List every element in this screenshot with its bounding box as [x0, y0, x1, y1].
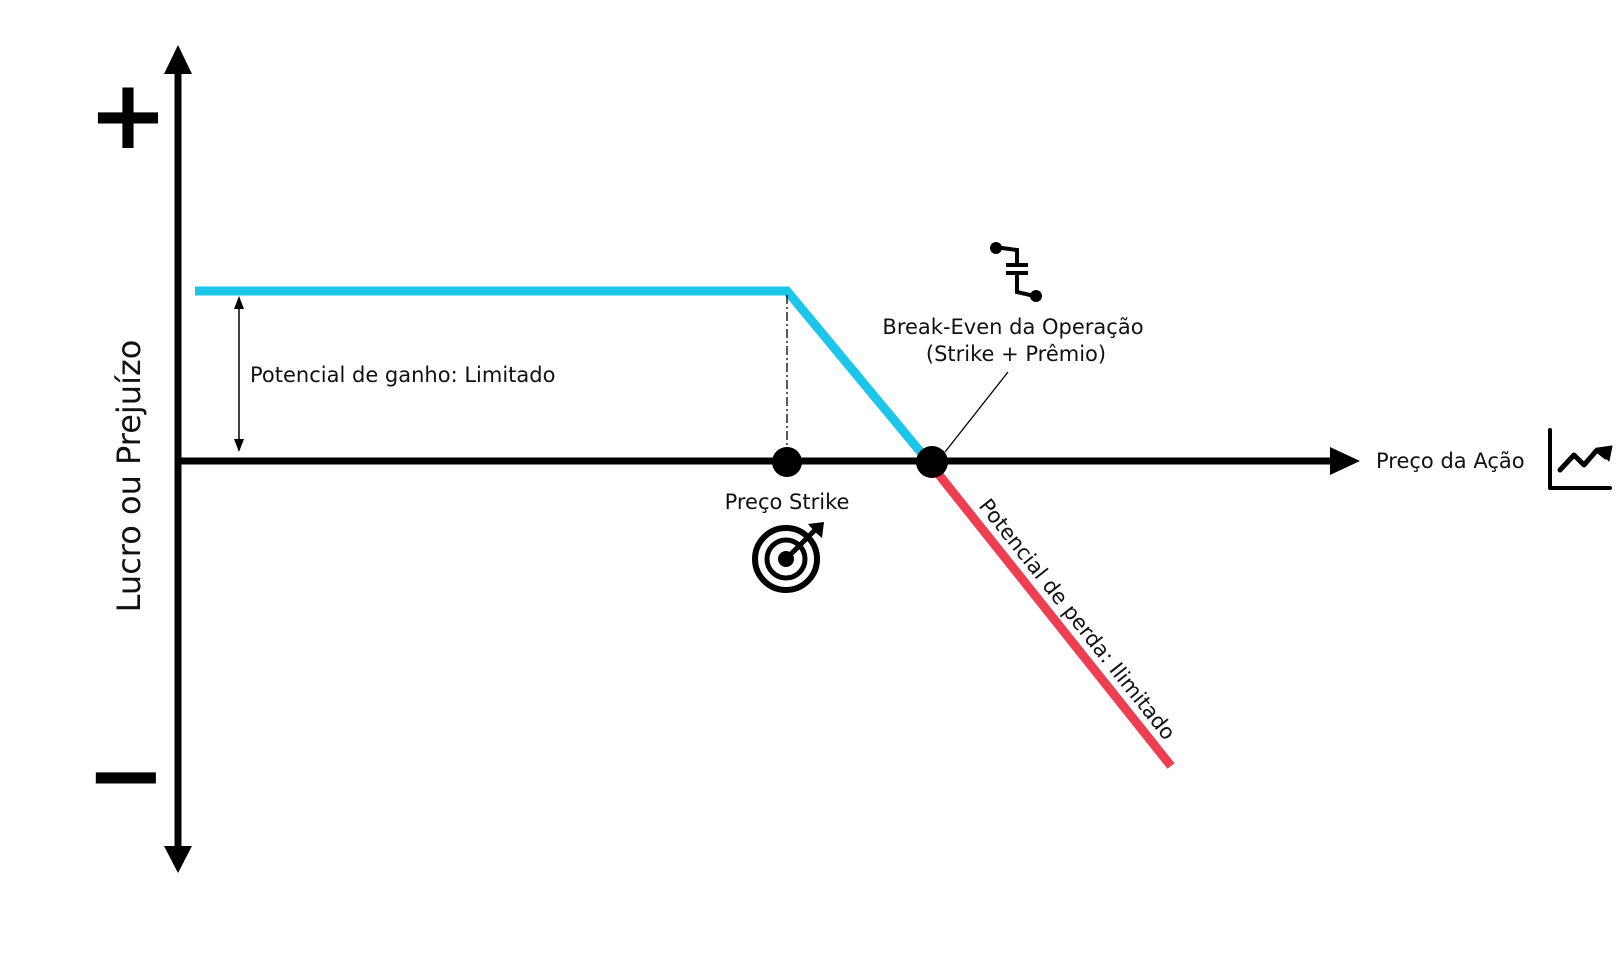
- breakeven-icon: [990, 242, 1042, 302]
- target-icon: [752, 522, 824, 593]
- breakeven-label-line2: (Strike + Prêmio): [926, 342, 1106, 366]
- gain-label: Potencial de ganho: Limitado: [250, 363, 555, 387]
- breakeven-leader-line: [944, 371, 1009, 453]
- chart-trend-icon: [1548, 428, 1613, 490]
- plus-sign: +: [88, 59, 168, 171]
- breakeven-point: [916, 446, 948, 478]
- x-axis: [178, 447, 1360, 475]
- y-axis-arrow-up: [164, 45, 192, 74]
- minus-sign: −: [86, 719, 166, 831]
- x-axis-arrow-right: [1330, 447, 1360, 475]
- loss-label: Potencial de perda: Ilimitado: [974, 494, 1180, 744]
- gain-arrow: [234, 296, 244, 452]
- y-axis-arrow-down: [164, 846, 192, 873]
- breakeven-label-line1: Break-Even da Operação: [882, 315, 1143, 339]
- strike-label: Preço Strike: [725, 490, 850, 514]
- x-axis-label: Preço da Ação: [1376, 449, 1525, 473]
- loss-line: [924, 458, 1175, 769]
- y-axis-label: Lucro ou Prejuízo: [110, 340, 148, 613]
- profit-line: [195, 286, 932, 464]
- strike-point: [772, 447, 802, 477]
